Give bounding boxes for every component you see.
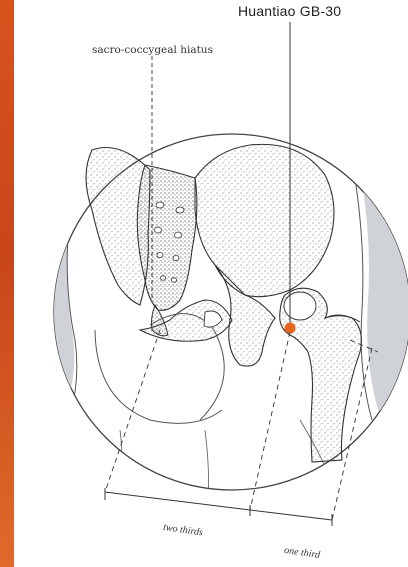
huantiao-acupoint: [285, 323, 296, 334]
acupoint-label: Huantiao GB-30: [238, 3, 341, 19]
sacro-coccygeal-hiatus-label: sacro-coccygeal hiatus: [92, 44, 213, 56]
measurement-bracket: [105, 488, 332, 526]
